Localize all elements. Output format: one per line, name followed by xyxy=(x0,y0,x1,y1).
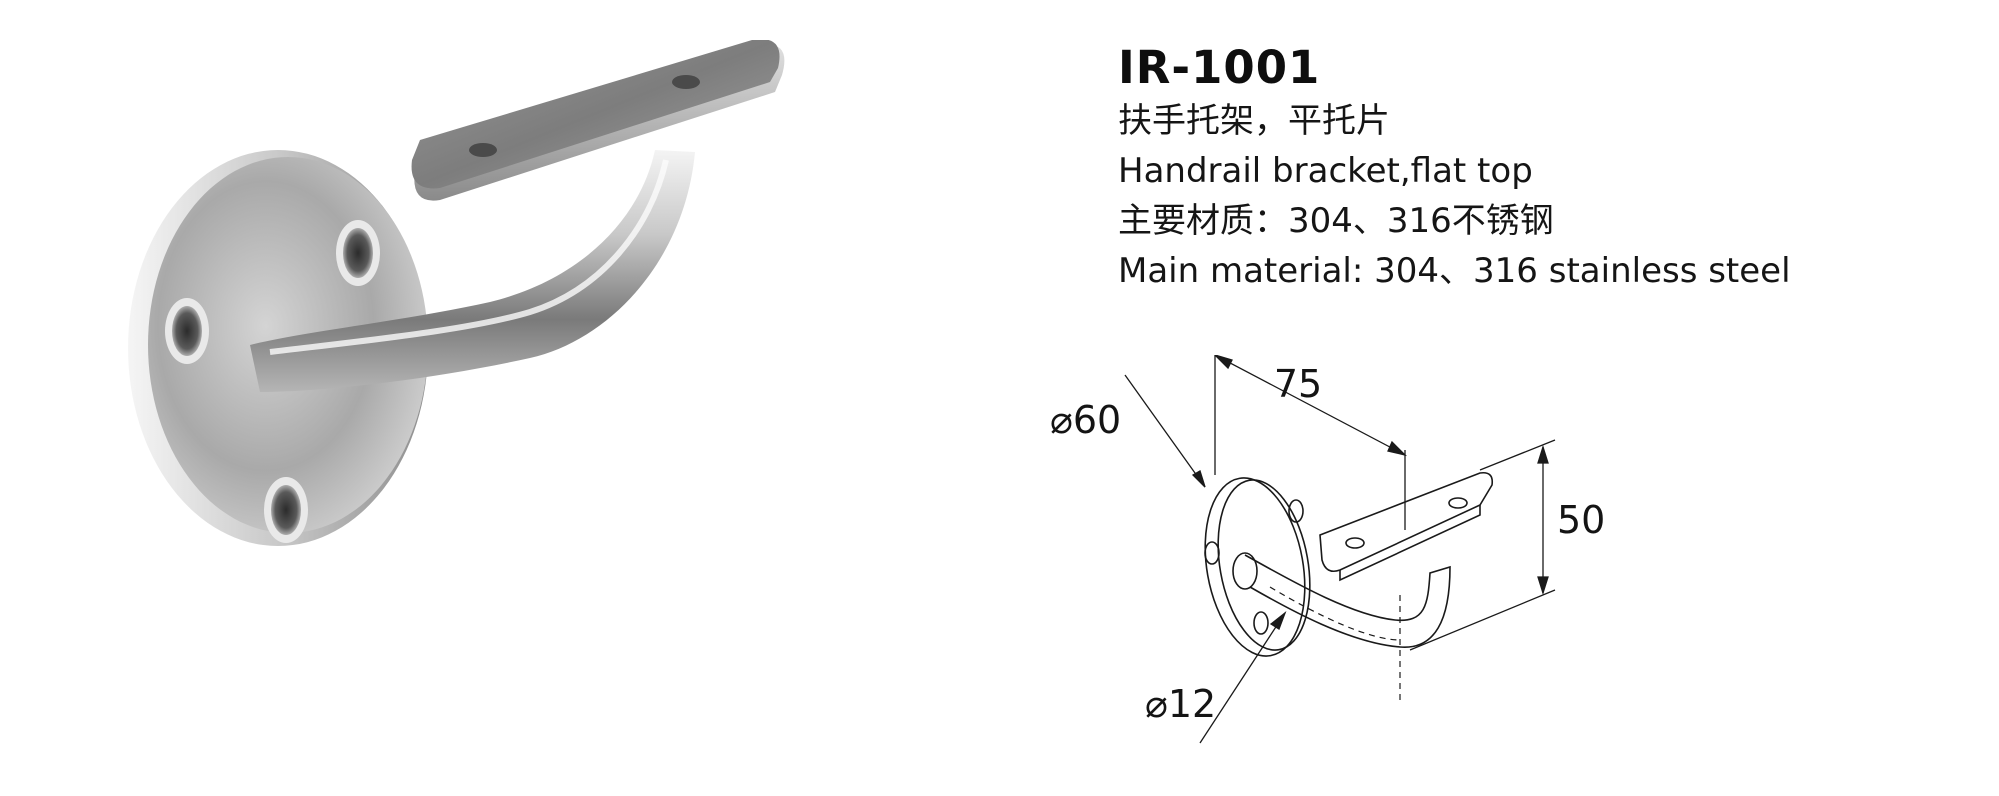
drawing-hole xyxy=(1204,541,1220,565)
screw-hole xyxy=(165,298,209,364)
dim-height xyxy=(1409,439,1556,651)
bracket-arm xyxy=(250,150,695,392)
dim-width-label: 75 xyxy=(1274,362,1322,406)
dim-width xyxy=(1214,355,1408,530)
drawing-wall-plate-inner xyxy=(1217,479,1311,651)
drawing-arm-end xyxy=(1232,552,1258,590)
top-hole xyxy=(469,143,497,157)
dim-base-diameter xyxy=(1124,374,1206,488)
drawing-hole xyxy=(1253,611,1269,635)
drawing-top-hole xyxy=(1448,497,1468,509)
product-photo xyxy=(128,40,785,546)
drawing-hole xyxy=(1288,499,1304,523)
drawing-top-hole xyxy=(1345,537,1365,549)
model-number: IR-1001 xyxy=(1118,41,1321,94)
product-name-cn: 扶手托架，平托片 xyxy=(1118,101,1390,141)
product-info: IR-1001 扶手托架，平托片 Handrail bracket,flat t… xyxy=(1118,40,1791,296)
dim-base-diameter-label: ⌀60 xyxy=(1050,398,1121,442)
flat-top-plate xyxy=(411,40,780,189)
dim-height-label: 50 xyxy=(1557,498,1605,542)
material-en: Main material: 304、316 stainless steel xyxy=(1118,251,1791,291)
product-name-en: Handrail bracket,flat top xyxy=(1118,151,1533,191)
top-hole xyxy=(672,75,700,89)
arm-highlight xyxy=(269,159,669,355)
screw-hole xyxy=(264,477,308,543)
drawing-arm xyxy=(1244,554,1451,648)
dim-rod-diameter-label: ⌀12 xyxy=(1145,682,1216,726)
drawing-wall-plate xyxy=(1204,477,1306,657)
screw-hole xyxy=(336,220,380,286)
dim-rod-diameter xyxy=(1199,611,1287,744)
material-cn: 主要材质：304、316不锈钢 xyxy=(1118,201,1554,241)
dimension-drawing: 75 ⌀60 50 ⌀12 xyxy=(1050,355,1605,744)
